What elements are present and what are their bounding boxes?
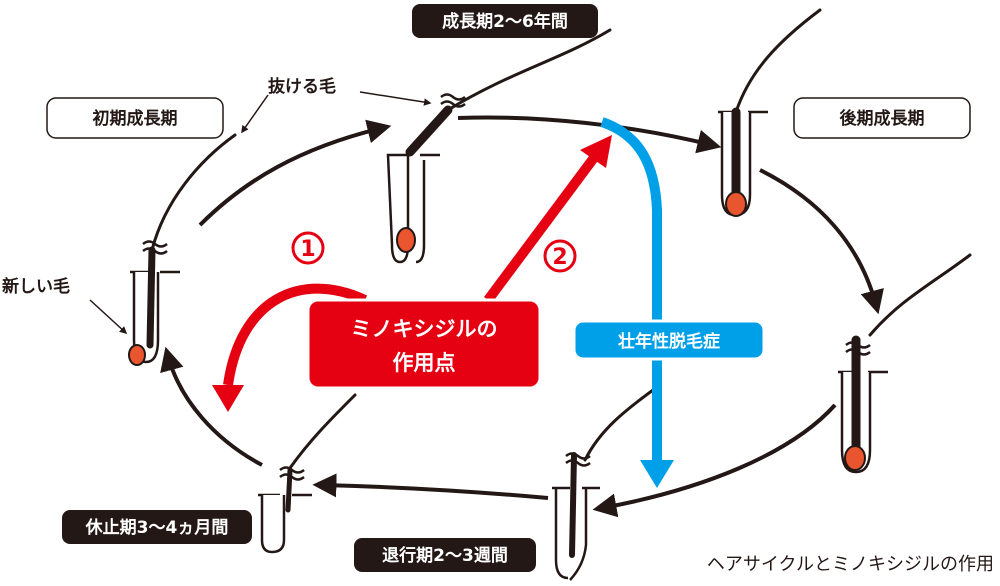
follicle-catagen: [552, 452, 600, 581]
svg-text:成長期2～6年間: 成長期2～6年間: [442, 11, 568, 32]
minoxidil-arrows: [212, 135, 612, 412]
hair-strands: [150, 8, 972, 470]
cycle-arrows: [160, 115, 884, 518]
svg-text:初期成長期: 初期成長期: [93, 108, 178, 129]
arrow-late-down: [759, 168, 884, 315]
figure-caption: ヘアサイクルとミノキシジルの作用: [707, 554, 994, 575]
red-arrow-1: [223, 283, 368, 386]
follicle-early-anagen: [128, 240, 180, 366]
svg-text:退行期2～3週間: 退行期2～3週間: [382, 545, 508, 566]
svg-text:2: 2: [552, 245, 567, 270]
arrow-telogen-left: [160, 346, 263, 467]
follicle-right-middle: [838, 335, 888, 474]
arrow-early-to-anagen: [198, 119, 392, 227]
arrow-anagen-to-late: [457, 115, 722, 154]
minoxidil-line2: 作用点: [393, 351, 456, 375]
label-shedding-hair: 抜ける毛: [268, 76, 336, 97]
red-arrow-2: [483, 152, 601, 303]
aga-label: 壮年性脱毛症: [618, 331, 720, 352]
follicle-anagen: [386, 93, 466, 264]
follicle-late-anagen: [718, 107, 768, 217]
stage-early-anagen: 初期成長期: [46, 97, 224, 139]
minoxidil-action-point-box: ミノキシジルの 作用点: [306, 298, 542, 390]
marker-2: 2: [543, 239, 577, 273]
svg-text:1: 1: [300, 237, 315, 262]
aga-arrow: [600, 117, 674, 488]
label-new-hair: 新しい毛: [2, 276, 70, 297]
pointer-shedding-hair: [359, 91, 432, 106]
stage-late-anagen: 後期成長期: [793, 97, 971, 139]
pointer-shedding-hair-2: [241, 94, 269, 134]
stage-anagen: 成長期2～6年間: [412, 4, 598, 38]
svg-text:後期成長期: 後期成長期: [840, 108, 925, 129]
stage-telogen: 休止期3～4ヵ月間: [62, 510, 252, 544]
svg-text:休止期3～4ヵ月間: 休止期3～4ヵ月間: [85, 517, 229, 538]
marker-1: 1: [291, 231, 325, 265]
arrow-to-catagen: [592, 403, 837, 518]
pointer-new-hair: [89, 299, 128, 335]
stage-catagen: 退行期2～3週間: [354, 538, 536, 572]
aga-box: 壮年性脱毛症: [572, 319, 766, 361]
follicle-telogen: [258, 466, 312, 554]
arrow-catagen-to-telogen: [312, 473, 549, 500]
minoxidil-line1: ミノキシジルの: [351, 317, 498, 341]
